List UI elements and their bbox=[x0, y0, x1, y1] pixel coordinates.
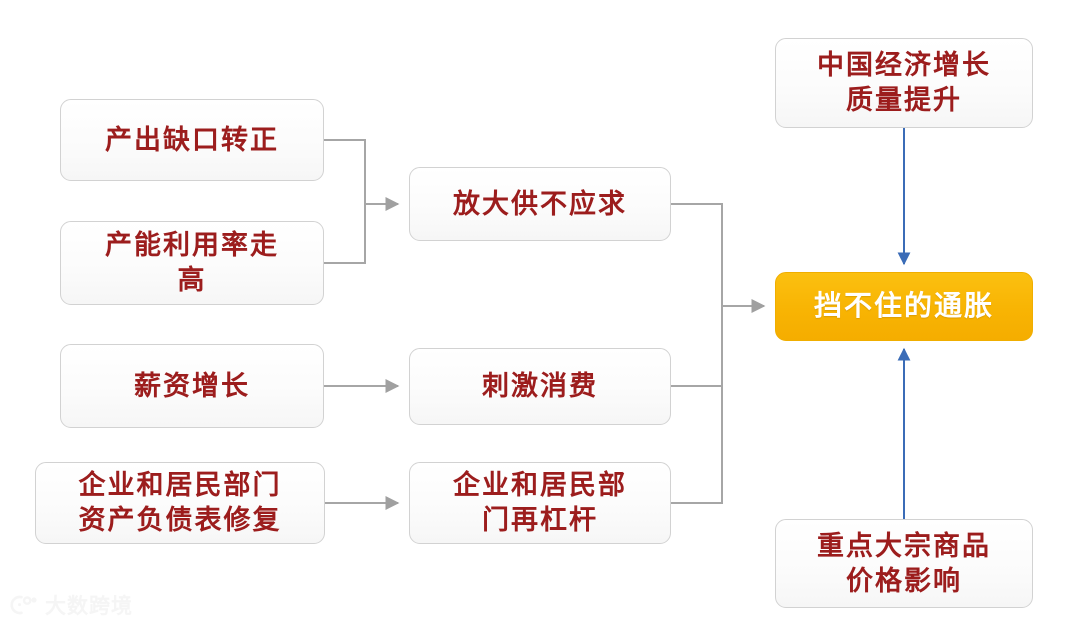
dashu-circle-logo-icon bbox=[10, 595, 37, 615]
node-output-gap[interactable]: 产出缺口转正 bbox=[60, 99, 324, 181]
node-capacity-utilization[interactable]: 产能利用率走 高 bbox=[60, 221, 324, 305]
connector-middle-merge-to-inflation bbox=[671, 203, 766, 504]
watermark: 大数跨境 bbox=[8, 590, 133, 620]
node-releverage[interactable]: 企业和居民部 门再杠杆 bbox=[409, 462, 671, 544]
node-label: 企业和居民部门 资产负债表修复 bbox=[78, 470, 282, 535]
node-label: 企业和居民部 门再杠杆 bbox=[453, 470, 627, 535]
node-label: 产能利用率走 高 bbox=[105, 230, 279, 295]
node-balance-sheet-repair[interactable]: 企业和居民部门 资产负债表修复 bbox=[35, 462, 325, 544]
node-label: 重点大宗商品 价格影响 bbox=[817, 530, 991, 596]
node-growth-quality[interactable]: 中国经济增长 质量提升 bbox=[775, 38, 1033, 128]
node-label: 刺激消费 bbox=[482, 371, 598, 402]
node-stimulate-consumption[interactable]: 刺激消费 bbox=[409, 348, 671, 425]
connector-gap-capacity-merge bbox=[324, 139, 400, 264]
node-commodity-price-impact[interactable]: 重点大宗商品 价格影响 bbox=[775, 519, 1033, 608]
node-label: 放大供不应求 bbox=[453, 188, 627, 219]
node-wage-growth[interactable]: 薪资增长 bbox=[60, 344, 324, 428]
node-amplified-shortage[interactable]: 放大供不应求 bbox=[409, 167, 671, 241]
node-label: 产出缺口转正 bbox=[105, 124, 279, 155]
watermark-brand-text: 大数跨境 bbox=[45, 595, 133, 618]
node-label: 中国经济增长 质量提升 bbox=[817, 50, 991, 115]
node-unstoppable-inflation[interactable]: 挡不住的通胀 bbox=[775, 272, 1033, 341]
node-label: 挡不住的通胀 bbox=[813, 290, 994, 322]
node-label: 薪资增长 bbox=[134, 370, 250, 401]
